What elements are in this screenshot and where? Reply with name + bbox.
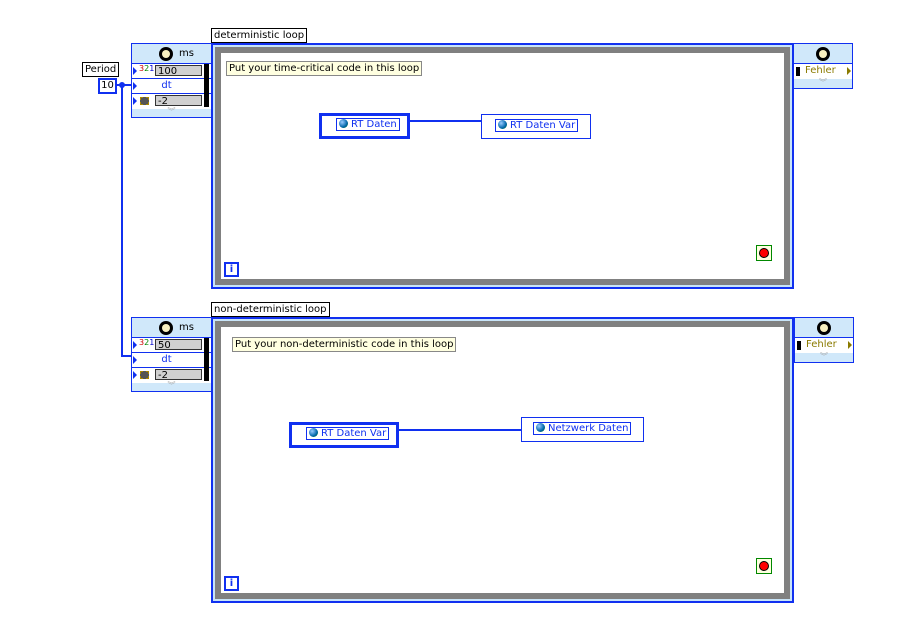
timed-loop-non-deterministic[interactable]	[211, 317, 794, 603]
period-wire-vertical[interactable]	[121, 85, 123, 357]
period-constant[interactable]: 10	[98, 78, 117, 94]
shared-variable-node[interactable]: RT Daten Var	[289, 422, 399, 448]
loop-comment: Put your time-critical code in this loop	[226, 61, 423, 76]
period-icon: 321	[139, 64, 155, 73]
dt-terminal[interactable]: dt	[161, 80, 172, 91]
period-label: Period	[82, 62, 120, 77]
network-variable-node[interactable]: Netzwerk Daten	[521, 417, 644, 442]
expand-chevron-icon[interactable]: ︾	[819, 78, 827, 87]
data-wire[interactable]	[399, 429, 522, 431]
loop-diagram-area	[215, 321, 790, 599]
period-wire-branch[interactable]	[121, 355, 131, 357]
shared-variable-node[interactable]: RT Daten	[319, 113, 410, 139]
chip-icon	[140, 97, 149, 105]
clock-icon	[817, 321, 831, 335]
shared-variable-node[interactable]: RT Daten Var	[481, 114, 591, 139]
globe-icon	[498, 120, 507, 129]
stop-terminal[interactable]	[756, 245, 772, 261]
stop-terminal[interactable]	[756, 558, 772, 574]
expand-chevron-icon[interactable]: ︾	[167, 107, 176, 116]
error-out[interactable]: Fehler	[806, 339, 837, 350]
loop-comment: Put your non-deterministic code in this …	[232, 337, 457, 352]
clock-icon	[816, 47, 830, 61]
wire-junction	[119, 82, 125, 88]
priority-field[interactable]: -2	[155, 369, 202, 381]
error-out[interactable]: Fehler	[805, 65, 836, 76]
timed-loop-deterministic[interactable]	[211, 43, 794, 289]
period-icon: 321	[139, 338, 155, 347]
unit-label: ms	[179, 48, 194, 59]
output-node[interactable]: Fehler ︾	[793, 43, 853, 89]
dt-terminal[interactable]: dt	[161, 354, 172, 365]
output-node[interactable]: Fehler ︾	[794, 317, 854, 363]
node-label: RT Daten Var	[510, 120, 576, 131]
unit-label: ms	[179, 322, 194, 333]
globe-icon	[339, 119, 348, 128]
node-label: Netzwerk Daten	[548, 423, 629, 434]
node-label: RT Daten	[351, 119, 397, 130]
expand-chevron-icon[interactable]: ︾	[820, 352, 828, 361]
node-label: RT Daten Var	[321, 428, 387, 439]
globe-icon	[309, 428, 318, 437]
period-field[interactable]: 50	[155, 339, 202, 351]
iteration-terminal[interactable]: i	[224, 262, 239, 277]
chip-icon	[140, 371, 149, 379]
clock-icon	[159, 47, 173, 61]
loop-label: deterministic loop	[211, 28, 308, 43]
loop-diagram-area	[215, 47, 790, 285]
period-field[interactable]: 100	[155, 65, 202, 77]
expand-chevron-icon[interactable]: ︾	[167, 381, 176, 390]
priority-field[interactable]: -2	[155, 95, 202, 107]
network-globe-icon	[536, 423, 545, 432]
data-wire[interactable]	[410, 120, 482, 122]
iteration-terminal[interactable]: i	[224, 576, 239, 591]
loop-label: non-deterministic loop	[211, 302, 330, 317]
clock-icon	[159, 321, 173, 335]
